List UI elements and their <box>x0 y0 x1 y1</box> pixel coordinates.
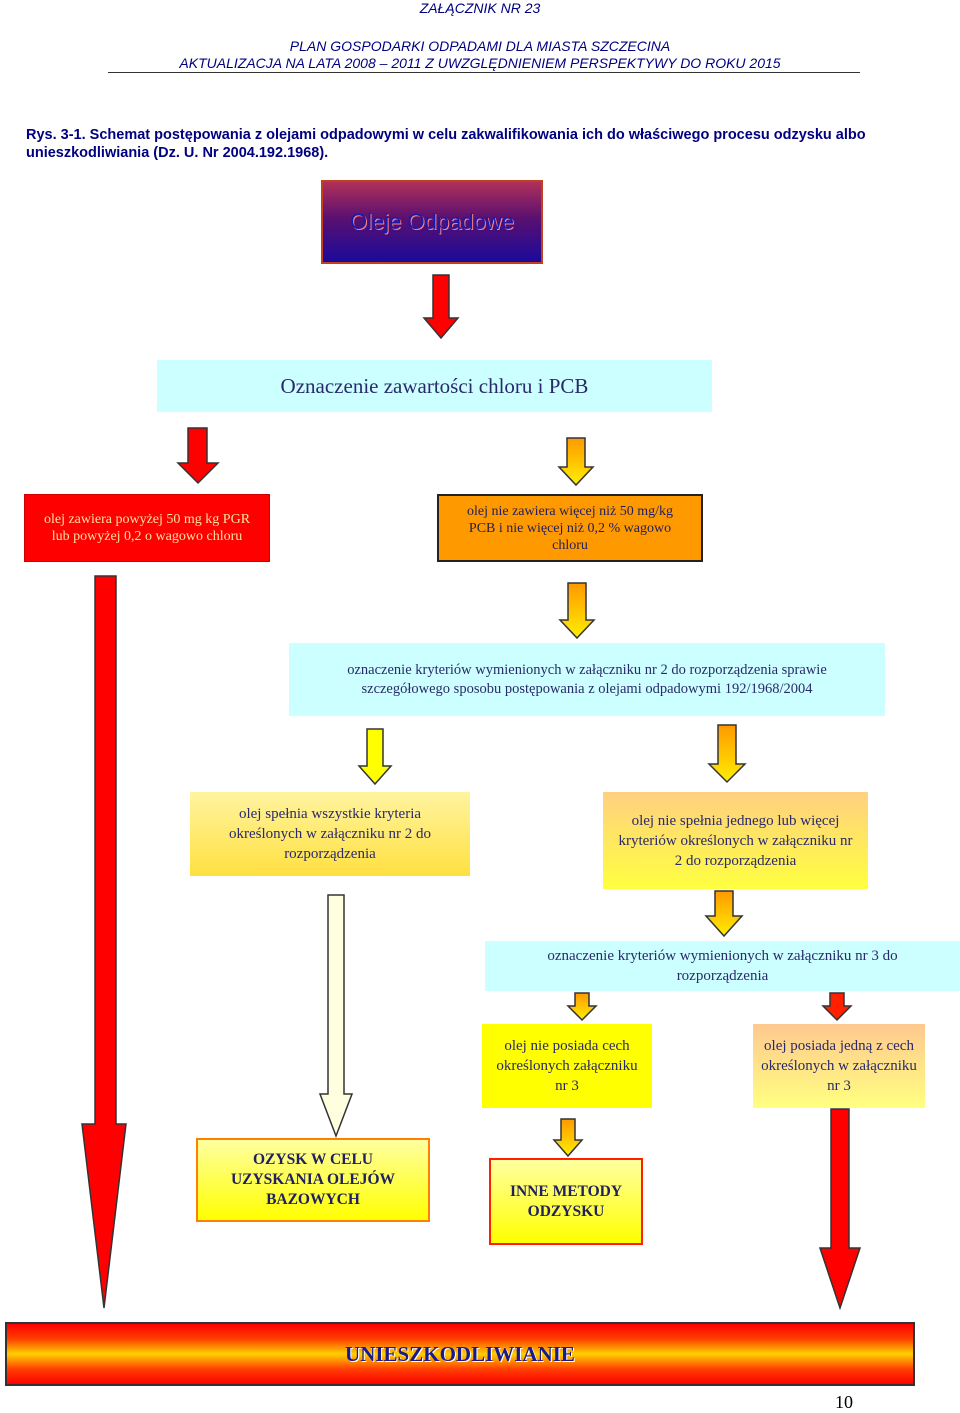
node-oleje-odpadowe-label: Oleje Odpadowe <box>350 209 514 234</box>
node-oleje-odpadowe: Oleje Odpadowe <box>321 180 543 264</box>
node-kryteria-zal3-label: oznaczenie kryteriów wymienionych w załą… <box>547 948 898 984</box>
arrow-to-kryteria-zal3 <box>704 890 744 938</box>
node-nie-posiada-label: olej nie posiada cech określonych załącz… <box>496 1038 638 1094</box>
arrow-to-nie-posiada <box>566 992 598 1022</box>
node-oznaczenie-chloru-pcb: Oznaczenie zawartości chloru i PCB <box>157 360 712 412</box>
arrow-to-kryteria-zal2 <box>558 582 596 640</box>
node-kryteria-zal2-label: oznaczenie kryteriów wymienionych w załą… <box>347 661 827 697</box>
node-kryteria-zalacznik-3: oznaczenie kryteriów wymienionych w załą… <box>485 941 960 991</box>
node-nie-spelnia-label: olej nie spełnia jednego lub więcej kryt… <box>618 812 853 869</box>
node-unieszkodliwianie: UNIESZKODLIWIANIE <box>5 1322 915 1386</box>
figure-caption: Rys. 3-1. Schemat postępowania z olejami… <box>26 127 866 161</box>
node-posiada-label: olej posiada jedną z cech określonych w … <box>761 1038 917 1094</box>
node-kryteria-zalacznik-2: oznaczenie kryteriów wymienionych w załą… <box>289 643 885 716</box>
node-nie-spelnia-kryteriow: olej nie spełnia jednego lub więcej kryt… <box>603 792 868 889</box>
header-line-1: ZAŁĄCZNIK NR 23 <box>419 0 541 16</box>
node-nie-posiada-cech: olej nie posiada cech określonych załącz… <box>482 1024 652 1108</box>
header-line-2: PLAN GOSPODARKI ODPADAMI DLA MIASTA SZCZ… <box>289 38 671 54</box>
node-inne-metody-odzysku: INNE METODY ODZYSKU <box>489 1158 643 1245</box>
node-unieszkodliwianie-label: UNIESZKODLIWIANIE <box>345 1341 575 1366</box>
arrow-to-red-branch <box>176 427 220 485</box>
arrow-oleje-to-oznaczenie <box>422 274 460 340</box>
header-divider <box>108 72 860 73</box>
page-number: 10 <box>835 1392 853 1412</box>
node-nie-wiecej-label: olej nie zawiera więcej niż 50 mg/kg PCB… <box>466 503 674 553</box>
node-powyzej-limitu: olej zawiera powyżej 50 mg kg PGR lub po… <box>24 494 270 562</box>
arrow-to-inne-metody <box>552 1118 584 1158</box>
arrow-long-red-to-unieszkodliwianie <box>81 575 127 1309</box>
node-ozysk-olejow-bazowych: OZYSK W CELU UZYSKANIA OLEJÓW BAZOWYCH <box>196 1138 430 1222</box>
arrow-to-orange-branch <box>557 437 595 487</box>
header-line-3: AKTUALIZACJA NA LATA 2008 – 2011 Z UWZGL… <box>179 55 781 71</box>
node-posiada-ceche: olej posiada jedną z cech określonych w … <box>753 1024 925 1108</box>
node-spelnia-kryteria: olej spełnia wszystkie kryteria określon… <box>190 792 470 876</box>
node-inne-label: INNE METODY ODZYSKU <box>509 1182 623 1220</box>
arrow-to-spelnia <box>357 728 393 786</box>
node-ozysk-label: OZYSK W CELU UZYSKANIA OLEJÓW BAZOWYCH <box>230 1151 396 1208</box>
arrow-to-posiada <box>821 992 853 1022</box>
node-nie-wiecej-niz: olej nie zawiera więcej niż 50 mg/kg PCB… <box>437 494 703 562</box>
arrow-posiada-to-unieszkodliwianie <box>818 1108 862 1310</box>
node-oznaczenie-label: Oznaczenie zawartości chloru i PCB <box>280 373 589 398</box>
node-powyzej-label: olej zawiera powyżej 50 mg kg PGR lub po… <box>43 512 251 544</box>
node-spelnia-label: olej spełnia wszystkie kryteria określon… <box>228 806 432 862</box>
arrow-spelnia-to-ozysk <box>318 894 354 1138</box>
arrow-to-nie-spelnia <box>707 724 747 784</box>
